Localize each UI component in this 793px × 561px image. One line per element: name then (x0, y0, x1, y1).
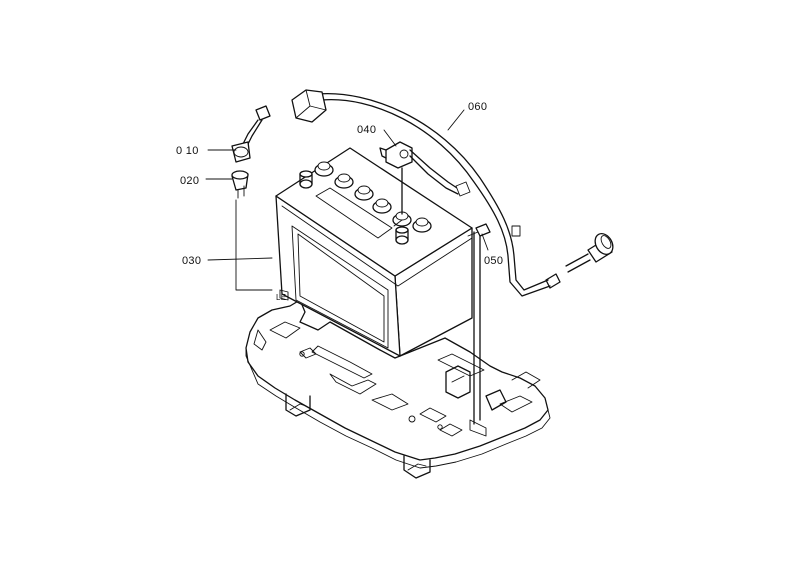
callout-030: 030 (182, 255, 201, 267)
hold-down-rods (469, 231, 487, 437)
callout-060: 060 (468, 101, 487, 113)
terminal-post-left (299, 170, 313, 189)
callout-050: 050 (484, 255, 503, 267)
battery: LE (275, 147, 473, 357)
cell-cap-1 (314, 161, 334, 177)
wire-connector (231, 105, 271, 163)
battery-cable (291, 89, 561, 297)
cable-end-connector (565, 233, 614, 273)
callout-010: 0 10 (176, 145, 199, 157)
battery-tray-plate (245, 299, 551, 479)
cell-cap-2 (334, 173, 354, 189)
leader-lines (205, 109, 489, 291)
grommet (231, 170, 249, 199)
svg-text:LE: LE (276, 293, 286, 302)
callout-020: 020 (180, 175, 199, 187)
cell-cap-4 (372, 198, 392, 214)
bolt (467, 223, 491, 237)
battery-caps (299, 161, 432, 245)
cell-cap-6 (412, 217, 432, 233)
callout-040: 040 (357, 124, 376, 136)
cell-cap-3 (354, 185, 374, 201)
terminal-clamp (379, 141, 471, 215)
terminal-post-right (395, 226, 409, 245)
